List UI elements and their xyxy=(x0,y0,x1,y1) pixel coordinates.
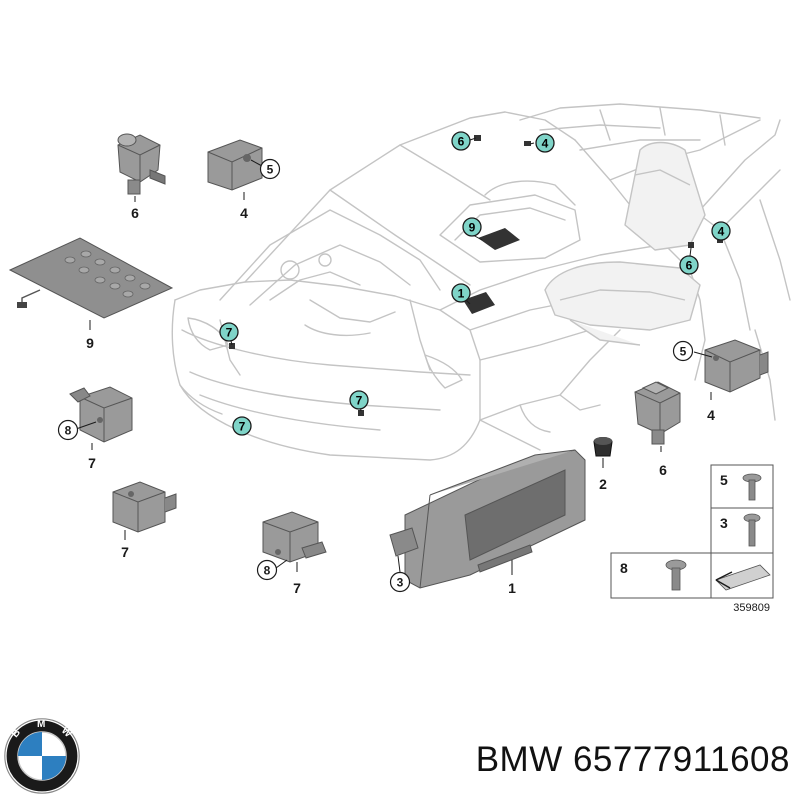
svg-text:7: 7 xyxy=(88,455,96,471)
svg-text:4: 4 xyxy=(240,205,248,221)
part-1-control-unit: 3 1 xyxy=(389,449,586,596)
fastener-row-3: 3 xyxy=(720,513,761,547)
svg-text:7: 7 xyxy=(293,580,301,596)
brand-name: BMW xyxy=(475,740,563,779)
callout-1-tunnel: 1 xyxy=(451,283,471,303)
part-9-mat-sensor: 9 xyxy=(8,237,174,351)
svg-text:4: 4 xyxy=(718,225,725,239)
svg-text:6: 6 xyxy=(659,462,667,478)
svg-text:6: 6 xyxy=(686,259,693,273)
part-7-sensor-c: 8 7 xyxy=(256,511,327,596)
svg-text:1: 1 xyxy=(508,580,516,596)
svg-text:8: 8 xyxy=(65,424,72,438)
diagram-reference-number: 359809 xyxy=(733,602,770,614)
callout-4-side: 4 xyxy=(711,221,731,241)
svg-text:6: 6 xyxy=(131,205,139,221)
part-6-sensor-b: 6 xyxy=(634,381,681,478)
svg-text:M: M xyxy=(37,719,45,730)
svg-text:3: 3 xyxy=(720,515,728,531)
svg-text:4: 4 xyxy=(542,137,549,151)
svg-text:7: 7 xyxy=(356,394,363,408)
sensor-7-on-vehicle-b xyxy=(358,410,364,416)
front-seat-drawing xyxy=(544,141,706,346)
callout-9-rear-floor: 9 xyxy=(462,217,482,237)
svg-text:7: 7 xyxy=(121,544,129,560)
svg-text:5: 5 xyxy=(680,345,687,359)
svg-text:2: 2 xyxy=(599,476,607,492)
vehicle-callouts: 6 4 9 4 6 1 7 7 xyxy=(219,131,731,436)
sensor-4-on-vehicle-a xyxy=(524,141,531,146)
part-7-sensor-b: 7 xyxy=(112,481,177,560)
module-1-on-vehicle xyxy=(463,292,495,314)
sensor-6-on-vehicle-a xyxy=(474,135,481,141)
part-caption: BMW 65777911608 xyxy=(385,735,790,785)
callout-4-top: 4 xyxy=(535,133,555,153)
svg-text:1: 1 xyxy=(458,287,465,301)
callout-6-top: 6 xyxy=(451,131,471,151)
fastener-row-5: 5 xyxy=(720,472,762,501)
svg-text:6: 6 xyxy=(458,135,465,149)
sensor-7-on-vehicle-a xyxy=(229,343,235,349)
svg-text:9: 9 xyxy=(86,335,94,351)
bmw-roundel-icon: B M W xyxy=(4,718,80,794)
module-9-on-vehicle xyxy=(478,228,520,250)
part-7-sensor-a: 8 7 xyxy=(57,386,133,471)
part-4-bracket-b: 5 4 xyxy=(672,339,769,423)
vehicle-body-drawing xyxy=(171,103,791,461)
svg-text:9: 9 xyxy=(469,221,476,235)
fastener-table: 5 3 8 xyxy=(610,464,774,599)
svg-text:4: 4 xyxy=(707,407,715,423)
fastener-row-8: 8 xyxy=(620,559,687,591)
svg-text:7: 7 xyxy=(226,326,233,340)
part-6-sensor-a: 6 xyxy=(117,133,166,221)
callout-7-front-right: 7 xyxy=(349,390,369,410)
part-number: 65777911608 xyxy=(572,740,790,779)
table-arrow-icon xyxy=(715,564,771,591)
svg-text:5: 5 xyxy=(267,163,274,177)
svg-text:8: 8 xyxy=(620,560,628,576)
callout-7-front-left: 7 xyxy=(219,322,239,342)
svg-text:8: 8 xyxy=(264,564,271,578)
svg-text:3: 3 xyxy=(397,576,404,590)
svg-text:5: 5 xyxy=(720,472,728,488)
callout-6-side: 6 xyxy=(679,255,699,275)
part-4-bracket-a: 5 4 xyxy=(207,139,281,221)
part-2-grommet: 2 xyxy=(593,437,613,492)
sensor-6-on-vehicle-b xyxy=(688,242,694,248)
callout-7-bumper: 7 xyxy=(232,416,252,436)
svg-text:7: 7 xyxy=(239,420,246,434)
